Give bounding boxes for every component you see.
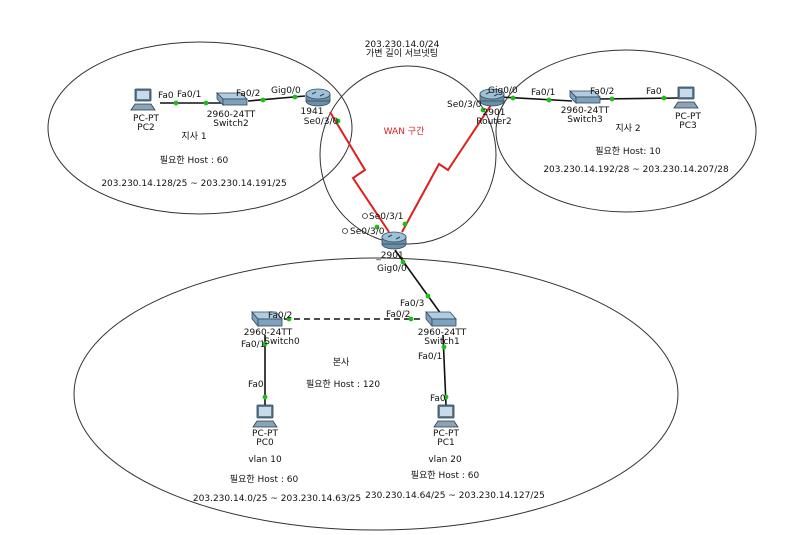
- switch3-model-label: 2960-24TT: [560, 106, 610, 116]
- switch1-fa03-label: Fa0/3: [400, 299, 425, 309]
- switch2-model-label: 2960-24TT: [206, 110, 256, 120]
- wan-area: [319, 65, 497, 245]
- switch1-icon[interactable]: [425, 310, 457, 328]
- wan-network-label: 203.230.14.0/24: [364, 40, 440, 50]
- switch3-fa02-label: Fa0/2: [590, 87, 615, 97]
- vlan10-range: 203.230.14.0/25 ~ 203.230.14.63/25: [192, 494, 362, 504]
- hq-area: [73, 257, 679, 531]
- switch3-name-label: Switch3: [567, 115, 603, 125]
- vlan20-range: 230.230.14.64/25 ~ 203.230.14.127/25: [365, 491, 545, 501]
- branch2-area: [495, 49, 757, 213]
- switch3-fa01-label: Fa0/1: [531, 88, 556, 98]
- router2-se030-label: Se0/3/0: [447, 100, 482, 110]
- router-1941-icon[interactable]: [305, 88, 331, 107]
- pc3-fa0-label: Fa0: [646, 87, 662, 97]
- pc0-icon[interactable]: [252, 404, 278, 428]
- hq-title: 본사: [332, 358, 350, 368]
- branch1-area: [47, 41, 353, 215]
- switch0-name-label: Switch0: [264, 337, 300, 347]
- router1-se030-label: Se0/3/0: [303, 117, 339, 127]
- serial-link-router1-hq[interactable]: [329, 111, 390, 233]
- branch1-title: 지사 1: [181, 132, 207, 142]
- hq-router-icon[interactable]: [381, 231, 407, 250]
- vlan10-need-host: 필요한 Host : 60: [229, 475, 299, 485]
- pc1-fa0-label: Fa0: [430, 394, 446, 404]
- wan-zone-label: WAN 구간: [383, 127, 425, 137]
- vlan20-label: vlan 20: [428, 455, 462, 465]
- switch0-icon[interactable]: [251, 310, 283, 328]
- router2-name-label: Router2: [476, 117, 512, 127]
- switch0-fa02-label: Fa0/2: [268, 311, 293, 321]
- switch0-model-label: 2960-24TT: [243, 328, 293, 338]
- pc2-type-label: PC-PT: [133, 114, 159, 124]
- switch3-icon[interactable]: [569, 90, 601, 104]
- subnet-note-label: 가변 길이 서브넷팅: [366, 49, 438, 59]
- hq-need-host: 필요한 Host : 120: [305, 380, 381, 390]
- switch1-fa01-label: Fa0/1: [418, 352, 443, 362]
- vlan10-label: vlan 10: [248, 455, 282, 465]
- switch1-name-label: Switch1: [424, 337, 460, 347]
- pc0-type-label: PC-PT: [252, 429, 278, 439]
- branch2-need-host: 필요한 Host: 10: [595, 147, 661, 157]
- switch0-fa01-label: Fa0/1: [241, 340, 266, 350]
- hq-router-gig00-label: Gig0/0: [377, 264, 407, 274]
- switch1-model-label: 2960-24TT: [417, 328, 467, 338]
- switch2-icon[interactable]: [216, 92, 248, 106]
- hq-router-name-label: _2901: [376, 251, 404, 261]
- pc1-type-label: PC-PT: [433, 429, 459, 439]
- port-indicators: [173, 94, 667, 400]
- serial-clock-icon: [342, 213, 368, 234]
- pc0-name-label: PC0: [256, 438, 274, 448]
- pc2-fa0-label: Fa0: [158, 91, 174, 101]
- switch1-fa02-label: Fa0/2: [386, 310, 411, 320]
- branch2-title: 지사 2: [615, 124, 641, 134]
- router2-gig00-label: Gig0/0: [488, 86, 518, 96]
- branch2-range: 203.230.14.192/28 ~ 203.230.14.207/28: [543, 165, 729, 175]
- router1-name-label: 1941: [300, 107, 324, 117]
- vlan20-need-host: 필요한 Host : 60: [410, 471, 480, 481]
- router2-icon[interactable]: [479, 88, 505, 107]
- pc3-type-label: PC-PT: [675, 112, 701, 122]
- router2-model-label: 2901: [482, 108, 506, 118]
- router1-gig00-label: Gig0/0: [271, 86, 301, 96]
- hq-router-se031-label: Se0/3/1: [369, 212, 404, 222]
- switch2-fa02-label: Fa0/2: [236, 89, 261, 99]
- branch1-range: 203.230.14.128/25 ~ 203.230.14.191/25: [101, 179, 287, 189]
- serial-link-router2-hq[interactable]: [401, 104, 492, 233]
- branch1-need-host: 필요한 Host : 60: [159, 156, 229, 166]
- pc2-name-label: PC2: [137, 123, 155, 133]
- pc2-icon[interactable]: [130, 88, 156, 111]
- pc3-icon[interactable]: [673, 86, 699, 109]
- pc1-icon[interactable]: [433, 404, 459, 428]
- switch2-name-label: Switch2: [213, 119, 249, 129]
- pc0-fa0-label: Fa0: [248, 380, 264, 390]
- hq-router-se030-label: Se0/3/0: [350, 227, 385, 237]
- pc3-name-label: PC3: [679, 121, 697, 131]
- pc1-name-label: PC1: [437, 438, 455, 448]
- switch2-fa01-label: Fa0/1: [177, 90, 202, 100]
